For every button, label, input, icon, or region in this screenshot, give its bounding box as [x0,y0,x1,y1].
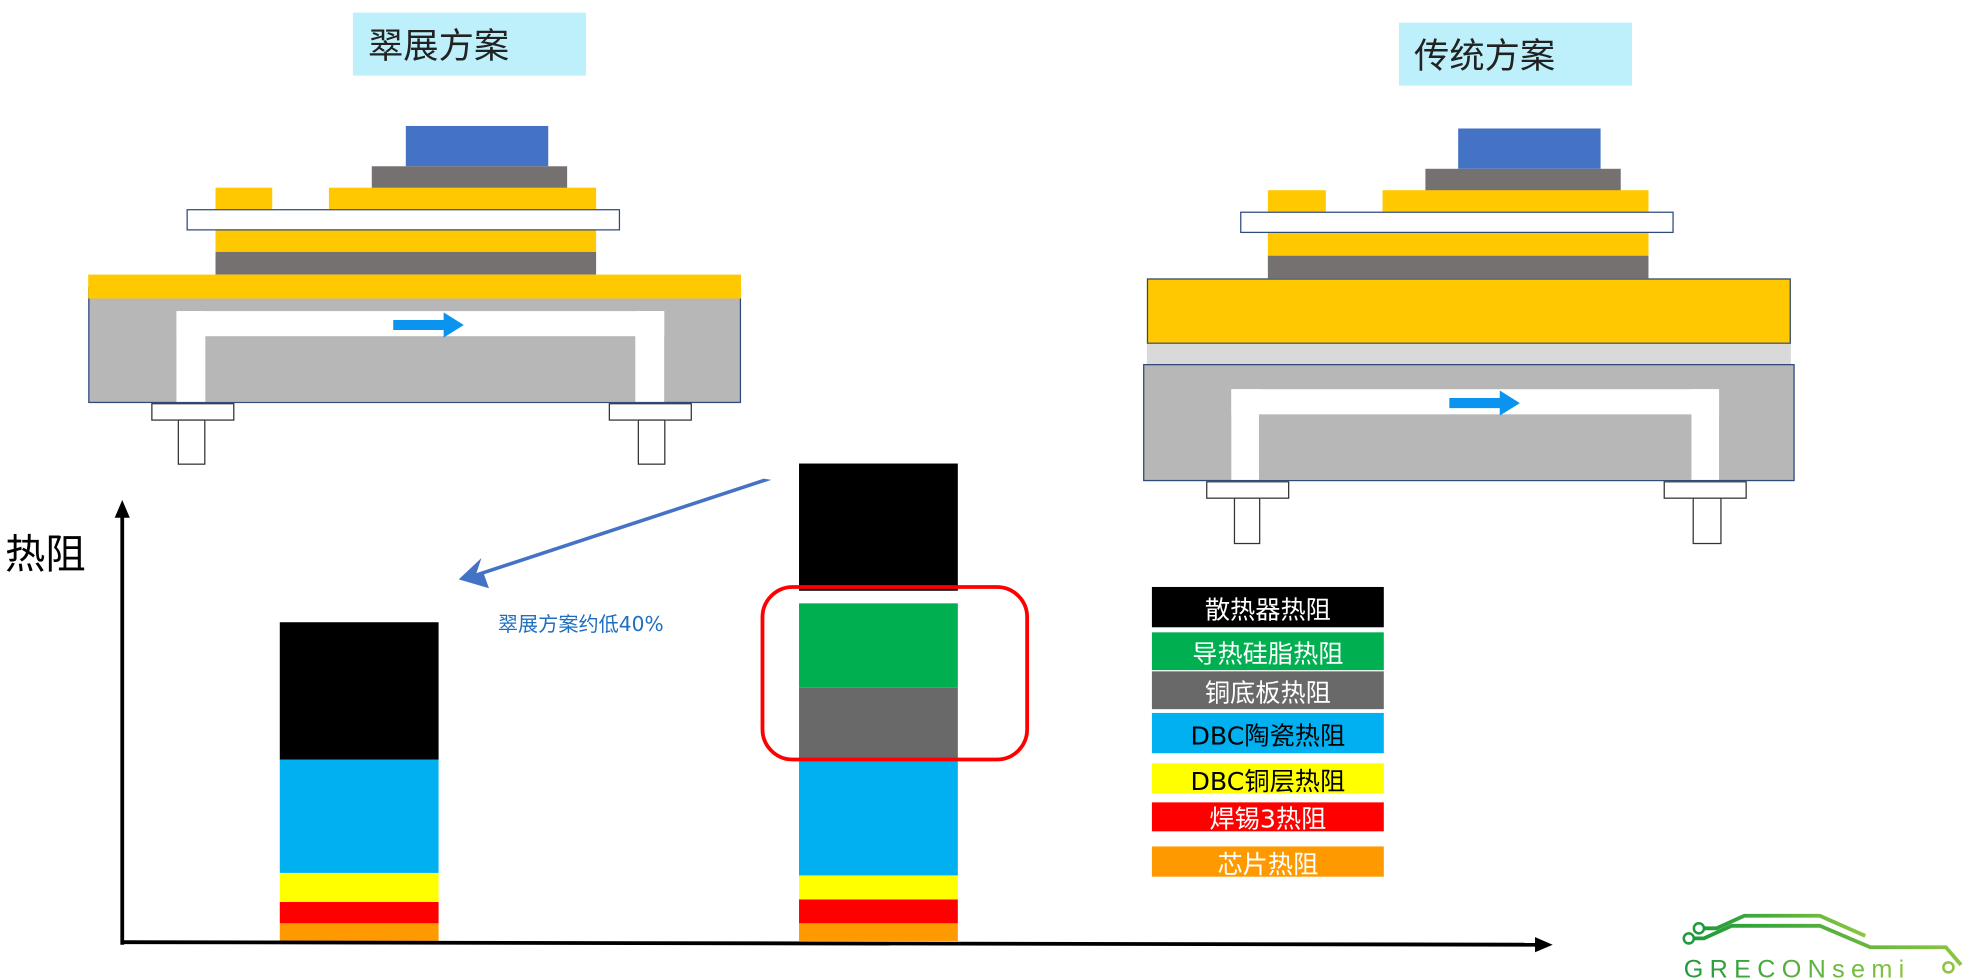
x-axis-arrow-icon [1535,937,1553,953]
coolant-channel [1231,389,1260,480]
copper-layer [215,230,597,252]
bars [279,463,958,941]
bar-segment-1-2 [799,875,958,900]
coolant-channel [635,311,665,402]
highlight-box [760,585,1030,762]
greconsemi-logo: GRECONsemi [1682,913,1963,980]
bar-segment-1-0 [799,923,958,941]
bar-segment-1-1 [799,899,958,924]
mount-foot [1233,497,1261,545]
solder-layer [215,251,597,275]
flow-arrow-icon [1449,390,1520,416]
bar-segment-0-1 [279,901,439,924]
heatsink-core [1259,414,1692,480]
left-diagram-title: 翠展方案 [352,12,587,76]
copper-layer [1267,233,1649,256]
legend-item: 铜底板热阻 [1151,671,1384,710]
y-axis-arrow-icon [114,500,130,518]
bar-segment-1-6 [799,463,958,591]
solder-layer [1267,255,1649,279]
svg-text:GRECONsemi: GRECONsemi [1684,955,1911,980]
bar-segment-1-4 [799,687,958,759]
comparison-arrow-icon [458,478,772,589]
legend-item: 芯片热阻 [1151,846,1384,879]
chip [405,125,549,167]
x-axis [120,940,1538,947]
bar-segment-0-0 [279,923,439,941]
bar-segment-1-5 [799,603,958,688]
y-axis-label: 热阻 [5,530,86,579]
mount-foot [637,419,666,465]
mount-foot [1692,497,1722,545]
chip [1458,128,1601,169]
coolant-channel [176,311,206,402]
copper-pad [1267,190,1326,212]
reduction-annotation: 翠展方案约低40% [497,612,664,637]
bar-segment-1-3 [799,758,958,876]
bar-segment-0-2 [279,872,439,902]
solder-layer [1425,168,1621,192]
bar-segment-0-3 [279,759,439,873]
legend-item: DBC陶瓷热阻 [1151,712,1384,754]
copper-pad [328,187,597,210]
copper-baseplate [1146,278,1791,344]
legend-item: 导热硅脂热阻 [1151,632,1384,671]
flow-arrow-icon [393,312,464,338]
ceramic-layer [186,209,621,231]
legend-item: 散热器热阻 [1151,586,1384,628]
copper-plate [88,274,742,299]
ceramic-layer [1240,211,1674,234]
thermal-grease [1146,343,1791,365]
copper-pad [1382,190,1649,212]
copper-pad [215,187,273,210]
legend-item: DBC铜层热阻 [1151,763,1384,795]
heatsink-core [205,336,636,402]
solder-layer [371,166,568,189]
mount-foot [177,419,206,465]
coolant-channel [1691,389,1720,480]
legend-item: 焊锡3热阻 [1151,802,1384,834]
right-diagram-title: 传统方案 [1398,22,1633,86]
bar-segment-0-6 [279,622,439,760]
